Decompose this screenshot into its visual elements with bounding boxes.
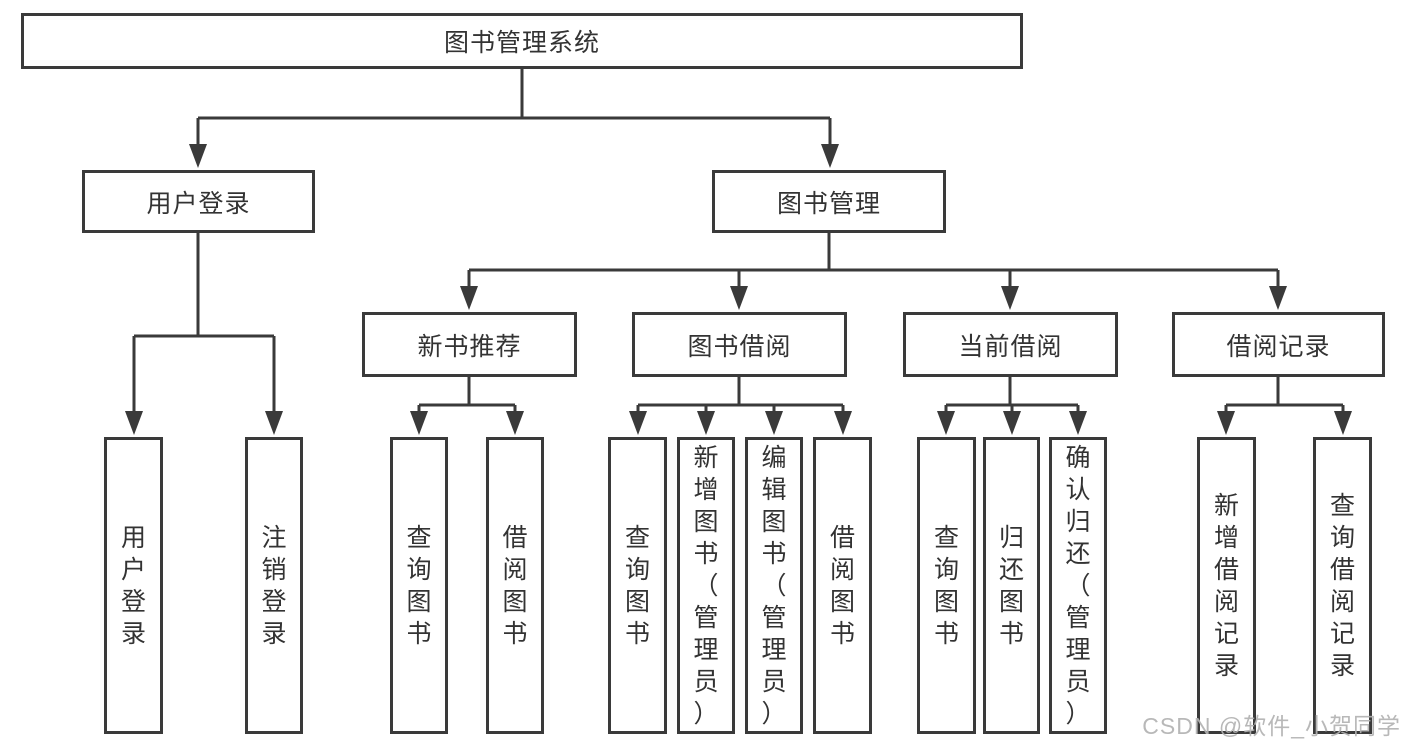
leaf-label: 注销登录 bbox=[261, 523, 287, 648]
leaf-confirm-return-admin: 确认归还（管理员） bbox=[1049, 437, 1107, 734]
leaf-label: 查询图书 bbox=[406, 523, 432, 648]
node-book-borrowing: 图书借阅 bbox=[632, 312, 847, 377]
leaf-query-borrow-record: 查询借阅记录 bbox=[1313, 437, 1372, 734]
node-book-management: 图书管理 bbox=[712, 170, 946, 233]
leaf-borrow-books: 借阅图书 bbox=[813, 437, 872, 734]
node-label: 图书管理 bbox=[776, 189, 881, 218]
leaf-label: 用户登录 bbox=[120, 523, 146, 648]
node-label: 用户登录 bbox=[146, 189, 251, 218]
leaf-borrow-books: 借阅图书 bbox=[486, 437, 544, 734]
leaf-query-books: 查询图书 bbox=[608, 437, 667, 734]
node-current-borrowing: 当前借阅 bbox=[903, 312, 1118, 377]
csdn-watermark: CSDN @软件_小贺同学 bbox=[1142, 713, 1401, 739]
node-label: 新书推荐 bbox=[417, 332, 522, 361]
leaf-label: 新增图书（管理员） bbox=[693, 443, 719, 728]
leaf-query-books: 查询图书 bbox=[917, 437, 976, 734]
node-library-management-system: 图书管理系统 bbox=[21, 13, 1023, 69]
leaf-label: 查询借阅记录 bbox=[1329, 491, 1355, 680]
node-label: 借阅记录 bbox=[1226, 332, 1331, 361]
leaf-logout: 注销登录 bbox=[245, 437, 303, 734]
leaf-label: 查询图书 bbox=[933, 523, 959, 648]
node-label: 当前借阅 bbox=[958, 332, 1063, 361]
node-label: 图书借阅 bbox=[687, 332, 792, 361]
leaf-add-book-admin: 新增图书（管理员） bbox=[677, 437, 735, 734]
leaf-label: 新增借阅记录 bbox=[1213, 491, 1239, 680]
leaf-label: 借阅图书 bbox=[829, 523, 855, 648]
leaf-query-books: 查询图书 bbox=[390, 437, 448, 734]
leaf-label: 归还图书 bbox=[998, 523, 1024, 648]
leaf-label: 借阅图书 bbox=[502, 523, 528, 648]
leaf-return-book: 归还图书 bbox=[983, 437, 1040, 734]
leaf-label: 确认归还（管理员） bbox=[1065, 443, 1091, 728]
node-new-book-recommendation: 新书推荐 bbox=[362, 312, 577, 377]
arrowhead-icons bbox=[125, 144, 1352, 435]
leaf-label: 编辑图书（管理员） bbox=[761, 443, 787, 728]
leaf-add-borrow-record: 新增借阅记录 bbox=[1197, 437, 1256, 734]
node-borrowing-records: 借阅记录 bbox=[1172, 312, 1385, 377]
leaf-user-login: 用户登录 bbox=[104, 437, 163, 734]
leaf-edit-book-admin: 编辑图书（管理员） bbox=[745, 437, 803, 734]
node-user-login: 用户登录 bbox=[82, 170, 315, 233]
leaf-label: 查询图书 bbox=[624, 523, 650, 648]
node-label: 图书管理系统 bbox=[443, 29, 600, 57]
